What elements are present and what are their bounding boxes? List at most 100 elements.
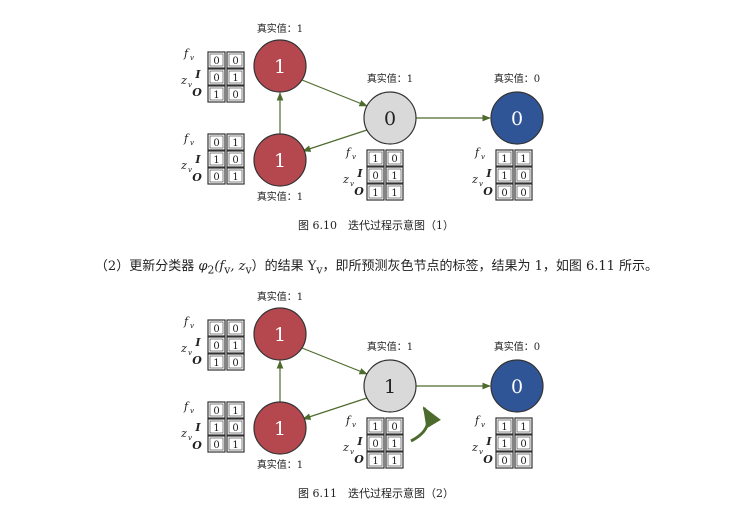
fig1-table-right-value-1-0: 1: [501, 171, 507, 182]
fig2-node-right-circle: [490, 359, 544, 413]
label-I: I: [485, 167, 492, 180]
fig2-table-right-cell-0-1: [514, 417, 533, 435]
fig2-table-top-value-1-1: 1: [232, 341, 238, 352]
fig2-table-right-cell-inner-0-0: [497, 419, 512, 433]
fig2-table-top-cell-inner-1-0: [209, 338, 224, 352]
fig2-table-bottom-value-1-1: 0: [232, 423, 238, 434]
fig2-table-bottom-value-2-1: 1: [232, 440, 238, 451]
fig2-edge-top-center: [301, 347, 368, 375]
label-f-v-sub: v: [190, 322, 194, 330]
label-O: O: [483, 453, 493, 466]
label-z-v-sub: v: [188, 434, 192, 442]
fig1-table-right-cell-inner-0-0: [497, 151, 512, 165]
fig1-table-bottom-cell-inner-2-0: [209, 169, 224, 183]
fig1-table-right-cell-1-0: [495, 166, 514, 184]
label-f-v: f: [474, 414, 481, 427]
fig2-table-bottom-value-0-1: 1: [232, 406, 238, 417]
fig2-table-right-value-0-0: 1: [501, 422, 507, 433]
fig1-table-right-value-2-0: 0: [501, 188, 507, 199]
fig2-table-top-cell-2-0: [207, 353, 226, 371]
para-args-sub2: v: [245, 263, 252, 277]
fig2-table-right-cell-inner-2-1: [516, 453, 531, 467]
fig1-edge-top-center: [301, 79, 368, 107]
fig1-table-center-cell-2-1: [385, 183, 404, 201]
fig2-node-bottom-value: 1: [274, 418, 286, 440]
fig2-table-right-cell-1-0: [495, 434, 514, 452]
fig1-table-center-cell-inner-0-0: [368, 151, 383, 165]
fig1-table-top-cell-0-1: [226, 51, 245, 69]
fig1-table-bottom-value-0-1: 1: [232, 138, 238, 149]
fig1-caption: 图 6.10 迭代过程示意图（1）: [298, 218, 454, 232]
fig2-table-right-value-0-1: 1: [520, 422, 526, 433]
fig1-table-center-cell-inner-2-1: [387, 185, 402, 199]
fig1-table-center-cell-inner-2-0: [368, 185, 383, 199]
fig2-table-right-cell-inner-1-1: [516, 436, 531, 450]
fig2-table-top-cell-inner-0-0: [209, 321, 224, 335]
label-I: I: [194, 153, 201, 166]
fig2-node-bottom-circle: [253, 401, 307, 455]
fig2-table-bottom-cell-2-1: [226, 435, 245, 453]
fig2-table-right-value-2-0: 0: [501, 456, 507, 467]
fig1-table-right-cell-inner-2-1: [516, 185, 531, 199]
para-suffix: ，即所预测灰色节点的标签，结果为 1，如图 6.11 所示。: [322, 259, 659, 274]
label-f-v: f: [345, 414, 352, 427]
fig2-table-right-cell-inner-0-1: [516, 419, 531, 433]
fig2-table-bottom-value-2-0: 0: [213, 440, 219, 451]
fig1-table-right-cell-0-0: [495, 149, 514, 167]
label-z-v: z: [471, 441, 478, 454]
label-f-v: f: [183, 132, 190, 145]
fig1-table-right-cell-inner-1-0: [497, 168, 512, 182]
fig2-table-right-value-1-0: 1: [501, 439, 507, 450]
fig1-table-top-value-2-0: 1: [213, 90, 219, 101]
fig1-table-bottom-cell-inner-0-0: [209, 135, 224, 149]
fig2-table-top-value-1-0: 0: [213, 341, 219, 352]
para-phi: φ: [198, 259, 208, 274]
label-f-v-sub: v: [481, 153, 485, 161]
para-args-mid: , z: [230, 259, 246, 274]
fig1-node-top-value: 1: [274, 56, 286, 78]
fig2-table-bottom-cell-inner-0-1: [228, 403, 243, 417]
fig1-table-top-cell-0-0: [207, 51, 226, 69]
fig2-caption: 图 6.11 迭代过程示意图（2）: [298, 486, 454, 500]
fig2-table-right-value-2-1: 0: [520, 456, 526, 467]
paragraph-text: （2）更新分类器 φ2(fv, zv）的结果 Yv，即所预测灰色节点的标签，结果…: [0, 255, 753, 277]
label-f-v-sub: v: [190, 54, 194, 62]
fig2-table-bottom-cell-inner-2-0: [209, 437, 224, 451]
fig1-table-bottom-value-1-1: 0: [232, 155, 238, 166]
fig1-table-bottom-cell-0-1: [226, 133, 245, 151]
fig2-table-top-value-2-1: 0: [232, 358, 238, 369]
fig2-table-top-value-0-0: 0: [213, 324, 219, 335]
fig2-table-center-cell-inner-1-0: [368, 436, 383, 450]
fig1-table-right-cell-inner-1-1: [516, 168, 531, 182]
para-y-sub: v: [316, 263, 323, 277]
fig1-table-center-value-1-1: 1: [391, 171, 397, 182]
fig2-table-center-cell-inner-1-1: [387, 436, 402, 450]
para-args-end: ）的结果 Y: [251, 259, 317, 274]
fig2-table-bottom-cell-2-0: [207, 435, 226, 453]
fig2-bottom-truth: 真实值：1: [257, 458, 303, 471]
fig2-table-right-cell-1-1: [514, 434, 533, 452]
fig2-edge-center-bottom: [302, 397, 368, 420]
fig2-table-right-cell-2-0: [495, 451, 514, 469]
fig1-table-bottom-cell-inner-1-0: [209, 152, 224, 166]
label-f-v-sub: v: [190, 407, 194, 415]
label-f-v-sub: v: [190, 139, 194, 147]
label-O: O: [354, 453, 364, 466]
fig2-table-top-cell-1-1: [226, 336, 245, 354]
label-O: O: [192, 86, 202, 99]
fig1-table-right-cell-0-1: [514, 149, 533, 167]
fig1-table-top-value-1-0: 0: [213, 73, 219, 84]
fig2-table-right-value-1-1: 0: [520, 439, 526, 450]
fig1-table-right-cell-2-1: [514, 183, 533, 201]
label-z-v: z: [180, 427, 187, 440]
fig2-table-bottom-value-0-0: 0: [213, 406, 219, 417]
fig2-table-bottom-value-1-0: 1: [213, 423, 219, 434]
fig1-table-top-cell-1-0: [207, 68, 226, 86]
fig2-table-center-cell-inner-0-0: [368, 419, 383, 433]
label-O: O: [192, 354, 202, 367]
